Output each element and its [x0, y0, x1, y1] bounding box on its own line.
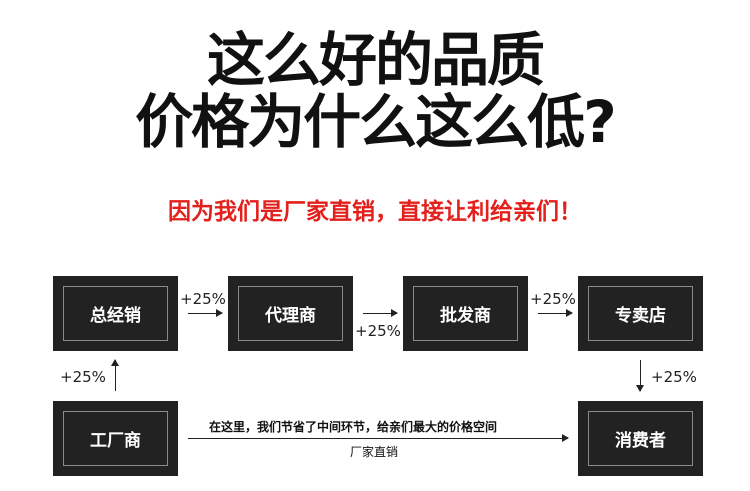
box-label: 总经销 — [63, 286, 168, 341]
box-label: 批发商 — [413, 286, 518, 341]
box-label: 工厂商 — [63, 411, 168, 466]
box-wholesaler: 批发商 — [403, 276, 528, 351]
markup-label: +25% — [530, 290, 576, 308]
box-agent: 代理商 — [228, 276, 353, 351]
subheadline: 因为我们是厂家直销，直接让利给亲们！ — [168, 199, 582, 225]
box-factory: 工厂商 — [53, 401, 178, 476]
direct-sale-note: 在这里，我们节省了中间环节，给亲们最大的价格空间 — [209, 420, 498, 434]
arrow-right-icon — [363, 309, 398, 317]
markup-label: +25% — [180, 290, 226, 308]
arrow-down-icon — [636, 360, 644, 392]
arrow-right-icon — [538, 309, 573, 317]
markup-label: +25% — [60, 368, 106, 386]
markup-label: +25% — [355, 322, 401, 340]
box-store: 专卖店 — [578, 276, 703, 351]
headline-line1: 这么好的品质 — [206, 26, 545, 94]
box-label: 专卖店 — [588, 286, 693, 341]
headline-line2: 价格为什么这么低? — [135, 88, 617, 156]
arrow-right-icon — [188, 434, 569, 442]
markup-label: +25% — [651, 368, 697, 386]
box-label: 代理商 — [238, 286, 343, 341]
box-general-distributor: 总经销 — [53, 276, 178, 351]
box-label: 消费者 — [588, 411, 693, 466]
box-consumer: 消费者 — [578, 401, 703, 476]
arrow-up-icon — [111, 359, 119, 391]
arrow-right-icon — [188, 309, 223, 317]
direct-sale-label: 厂家直销 — [350, 445, 399, 459]
